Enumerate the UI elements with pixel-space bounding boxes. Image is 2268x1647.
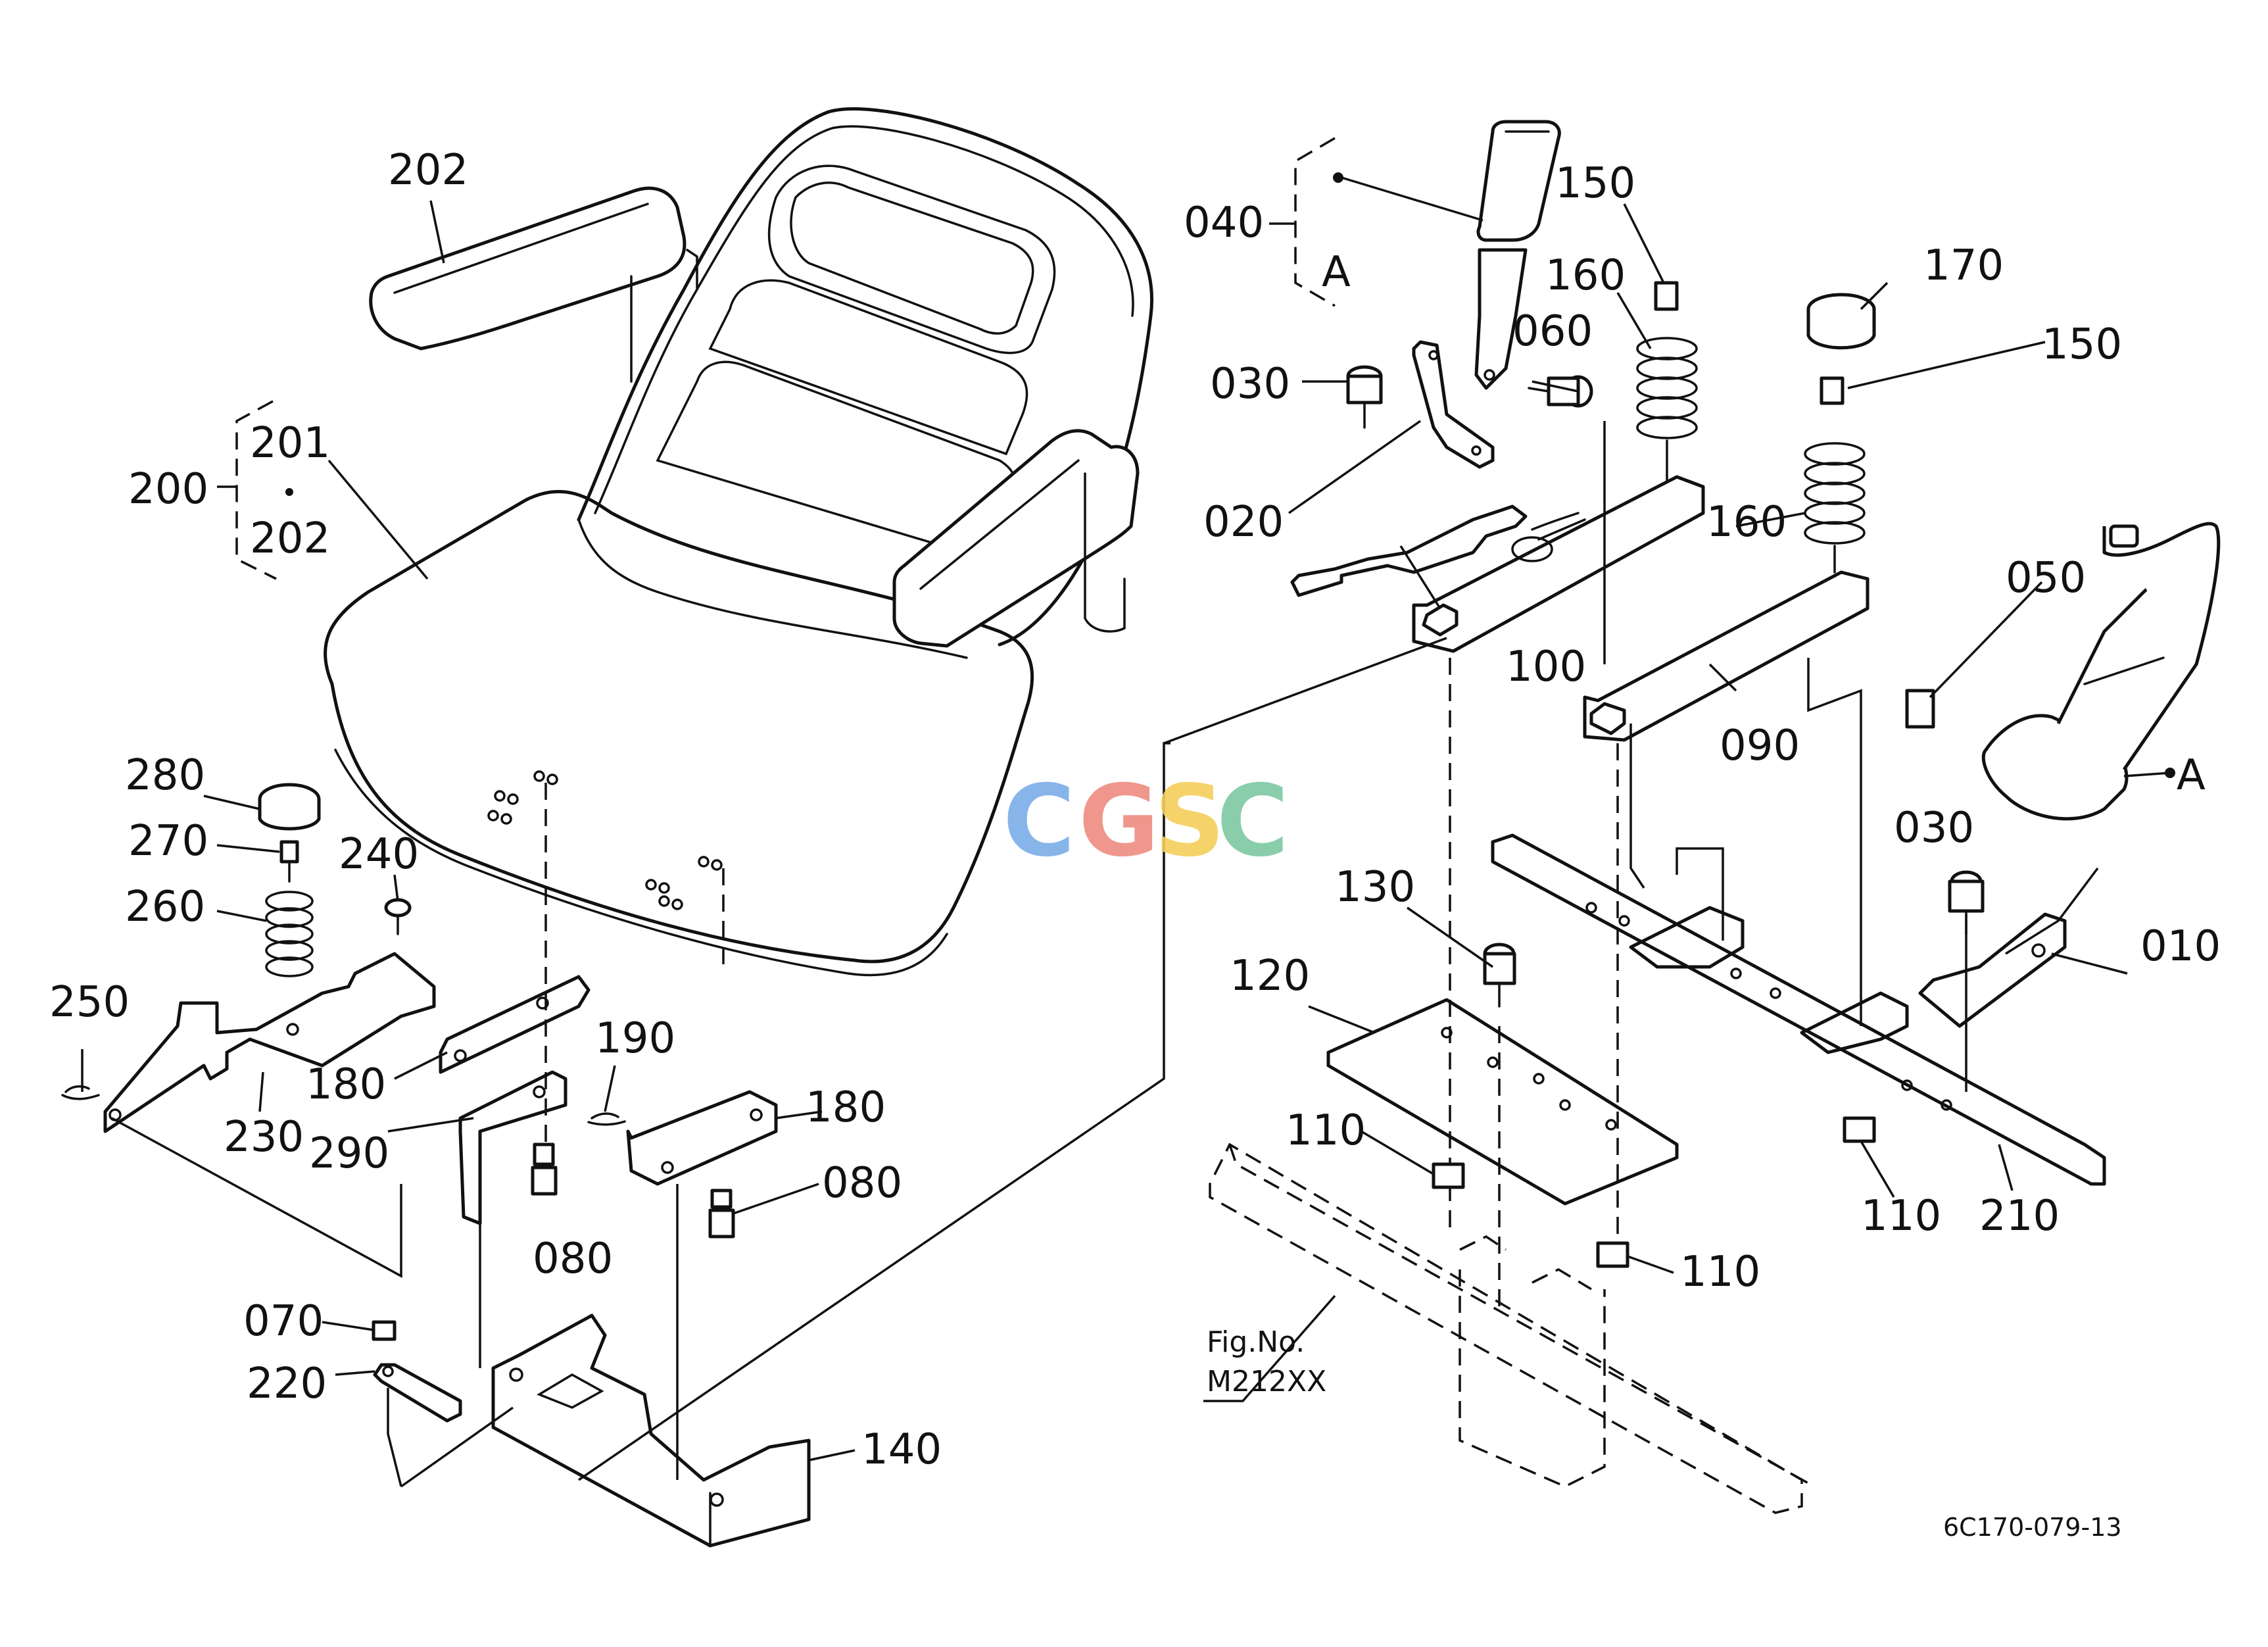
label-050: 050 [2006, 554, 2086, 602]
watermark-logo: C G S C [1003, 764, 1289, 879]
label-150-top: 150 [1555, 159, 1635, 208]
label-110-left: 110 [1286, 1106, 1366, 1155]
label-160-right: 160 [1706, 498, 1787, 547]
label-202: 202 [388, 146, 468, 195]
label-120: 120 [1230, 952, 1310, 1000]
label-140: 140 [861, 1425, 942, 1474]
right-lower-parts [1209, 833, 2106, 1514]
seat [323, 107, 1153, 977]
label-201: 201 [250, 419, 330, 468]
label-020: 020 [1203, 498, 1284, 547]
label-150-right: 150 [2042, 320, 2122, 369]
label-270: 270 [128, 817, 208, 866]
watermark-letter: C [1217, 764, 1289, 879]
label-130: 130 [1335, 863, 1415, 912]
label-290: 290 [309, 1129, 389, 1178]
label-110-right: 110 [1680, 1248, 1760, 1296]
label-210: 210 [1979, 1192, 2060, 1241]
label-060: 060 [1512, 307, 1593, 356]
label-250: 250 [49, 978, 130, 1027]
assembly-guide-lines [544, 658, 1619, 1315]
label-A-top: A [1322, 248, 1351, 297]
label-170: 170 [1923, 241, 2004, 290]
label-040: 040 [1184, 199, 1264, 247]
label-110-bottom: 110 [1861, 1192, 1941, 1241]
watermark-letter: G [1078, 764, 1159, 879]
label-180-left: 180 [306, 1060, 386, 1109]
label-080-left: 080 [533, 1235, 613, 1283]
figure-ref-line1: Fig.No. [1207, 1325, 1305, 1359]
label-030-right: 030 [1894, 804, 1974, 852]
leader-lines [81, 200, 2128, 1462]
label-030-top: 030 [1210, 360, 1290, 408]
label-202-bracket: 202 [250, 514, 330, 563]
label-190: 190 [595, 1014, 675, 1063]
part-labels: 202 200 201 202 280 270 240 260 250 180 … [49, 146, 2221, 1474]
label-240: 240 [339, 830, 419, 879]
label-090: 090 [1720, 722, 1800, 770]
watermark-letter: C [1003, 764, 1075, 879]
label-180-right: 180 [806, 1083, 886, 1132]
label-080-right: 080 [822, 1159, 902, 1208]
assembly-lines [111, 421, 2099, 1488]
label-220: 220 [247, 1360, 327, 1408]
label-230: 230 [224, 1113, 304, 1162]
figure-ref-line2: M212XX [1207, 1365, 1326, 1398]
label-A-right: A [2177, 751, 2206, 800]
right-upper-parts [1290, 120, 2221, 1028]
watermark-letter: S [1154, 764, 1225, 879]
label-260: 260 [125, 883, 205, 931]
label-100: 100 [1506, 643, 1586, 691]
drawing-code: 6C170-079-13 [1943, 1513, 2122, 1542]
label-010: 010 [2140, 922, 2221, 971]
label-160-top: 160 [1545, 251, 1626, 300]
figure-reference: Fig.No. M212XX [1207, 1325, 1326, 1398]
label-070: 070 [243, 1297, 324, 1346]
group-bracket-200 [235, 400, 277, 580]
label-280: 280 [125, 751, 205, 800]
label-200: 200 [128, 465, 208, 514]
group-bracket-040 [1294, 137, 1336, 307]
